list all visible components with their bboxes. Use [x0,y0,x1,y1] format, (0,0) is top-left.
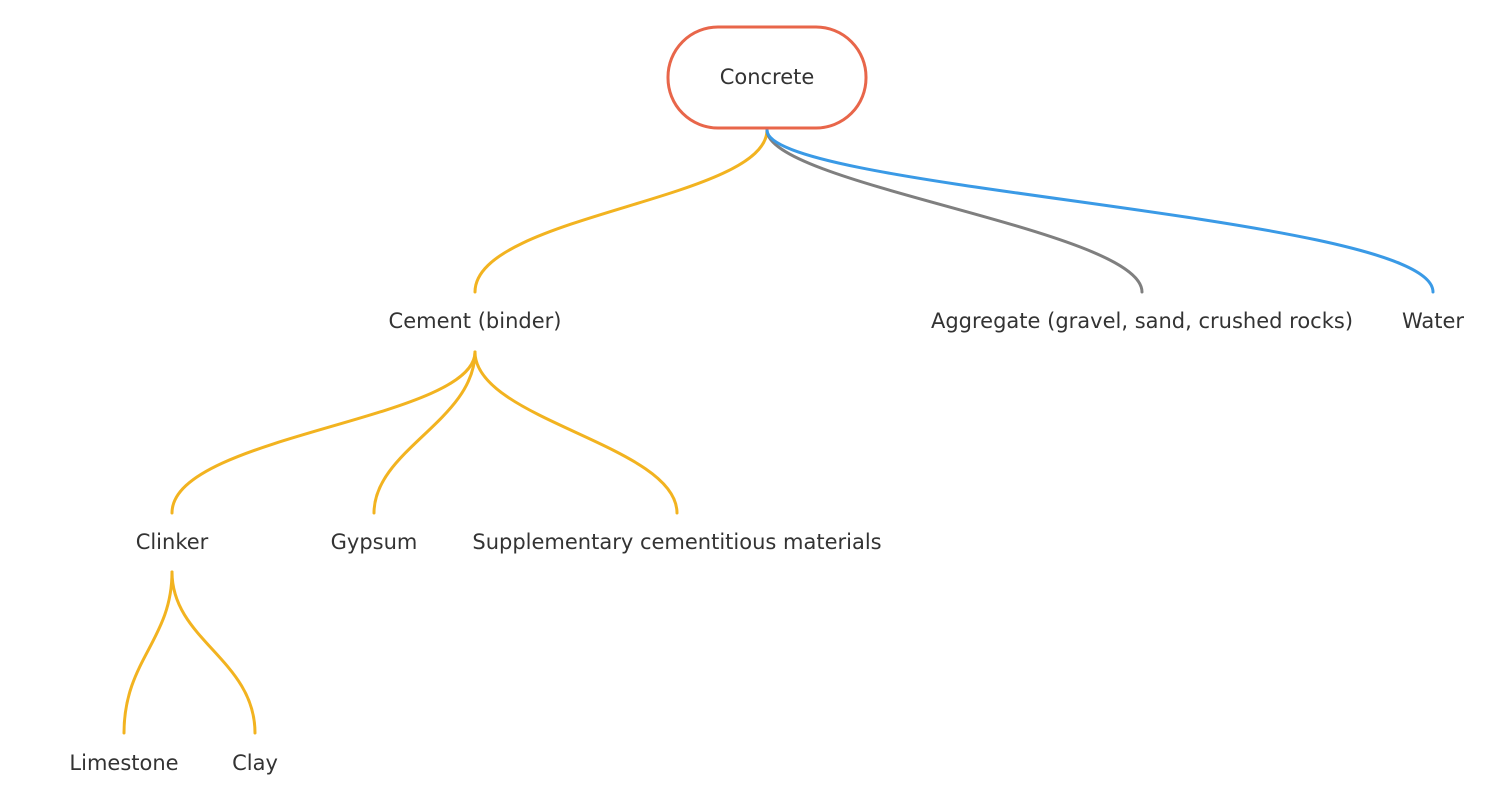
node-clay[interactable]: Clay [232,751,278,775]
node-supplementary-cementitious-materials[interactable]: Supplementary cementitious materials [472,530,881,554]
node-clinker[interactable]: Clinker [136,530,209,554]
edge-cement-scm [473,350,679,515]
node-cement-binder[interactable]: Cement (binder) [389,309,562,333]
edge-cement-clinker [170,350,477,515]
node-limestone[interactable]: Limestone [69,751,178,775]
root-node-concrete[interactable]: Concrete [666,25,868,130]
edge-concrete-water [765,128,1435,294]
root-node-label: Concrete [720,65,815,89]
edge-clinker-clay [170,570,257,735]
edge-cement-gypsum [372,350,477,515]
edge-clinker-limestone [122,570,174,735]
node-gypsum[interactable]: Gypsum [331,530,418,554]
node-water[interactable]: Water [1402,309,1464,333]
node-aggregate[interactable]: Aggregate (gravel, sand, crushed rocks) [931,309,1353,333]
edge-concrete-aggregate [765,128,1144,294]
edge-concrete-cement [473,128,769,294]
root-node-border [666,25,868,130]
